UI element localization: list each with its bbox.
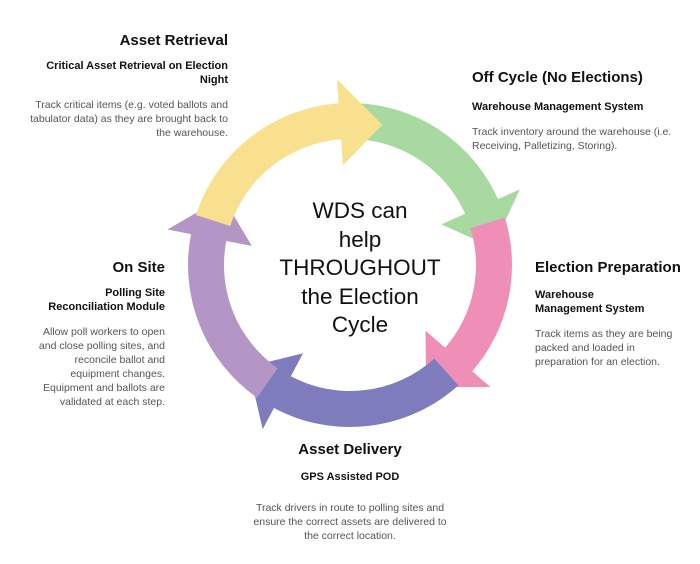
stage-subtitle: Critical Asset Retrieval on Election Nig…: [46, 60, 228, 86]
cycle-arrow-purple: [167, 197, 278, 398]
cycle-arrow-pink: [425, 217, 512, 388]
center-line: the Election: [301, 283, 419, 309]
stage-title: Off Cycle (No Elections): [472, 69, 643, 86]
stage-title: Asset Retrieval: [119, 32, 228, 49]
stage-subtitle: Warehouse Management System: [535, 289, 645, 315]
stage-asset-delivery: Asset Delivery GPS Assisted POD Track dr…: [245, 440, 455, 543]
cycle-arrow-green: [354, 103, 520, 248]
center-message: WDS can help THROUGHOUT the Election Cyc…: [255, 197, 465, 340]
cycle-arrow-blue: [248, 353, 459, 430]
stage-title: Election Preparation: [535, 259, 681, 276]
center-line: Cycle: [331, 312, 389, 337]
center-line: THROUGHOUT: [279, 255, 441, 280]
center-line: help: [338, 226, 382, 252]
stage-subtitle: Polling Site Reconciliation Module: [48, 287, 165, 313]
stage-subtitle: Warehouse Management System: [472, 101, 644, 113]
stage-on-site: On Site Polling Site Reconciliation Modu…: [30, 258, 165, 409]
stage-asset-retrieval: Asset Retrieval Critical Asset Retrieval…: [30, 31, 228, 140]
stage-description: Allow poll workers to open and close pol…: [38, 326, 165, 408]
center-line: WDS can: [312, 198, 408, 223]
stage-description: Track drivers in route to polling sites …: [253, 502, 447, 542]
stage-subtitle: GPS Assisted POD: [300, 471, 400, 483]
stage-title: On Site: [112, 259, 165, 276]
stage-off-cycle: Off Cycle (No Elections) Warehouse Manag…: [472, 68, 682, 153]
stage-election-preparation: Election Preparation Warehouse Managemen…: [535, 258, 685, 369]
stage-title: Asset Delivery: [298, 441, 402, 458]
stage-description: Track items as they are being packed and…: [535, 328, 673, 368]
cycle-arrow-yellow: [195, 79, 383, 227]
stage-description: Track inventory around the warehouse (i.…: [472, 126, 672, 152]
stage-description: Track critical items (e.g. voted ballots…: [30, 99, 228, 139]
